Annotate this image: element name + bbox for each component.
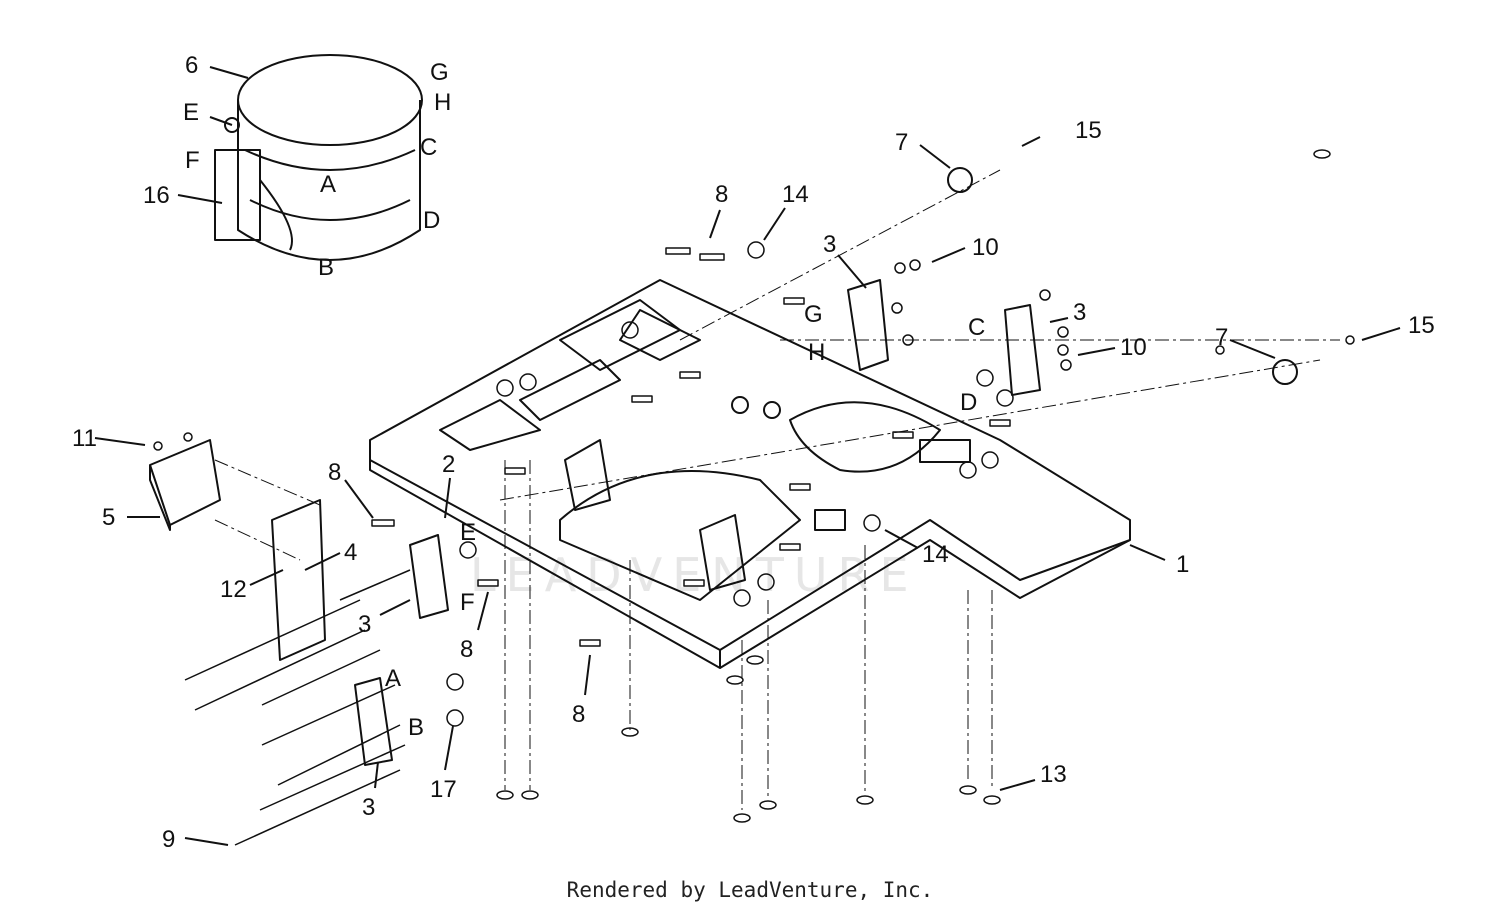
callout-label: 9 — [162, 826, 175, 853]
callout-label: E — [460, 519, 476, 546]
brackets — [354, 279, 1041, 766]
callout-label: B — [408, 714, 424, 741]
callout-label: 8 — [715, 181, 728, 208]
callout-label: 2 — [442, 451, 455, 478]
callout-labels: 6 G E H C F 16 A D B 7 15 8 14 3 10 G H … — [72, 52, 1435, 853]
control-box — [149, 439, 326, 661]
callout-label: H — [808, 339, 825, 366]
callout-label: 5 — [102, 504, 115, 531]
callout-label: 3 — [358, 611, 371, 638]
callout-label: D — [960, 389, 977, 416]
leader-lines — [94, 66, 1401, 846]
callout-label: 7 — [895, 129, 908, 156]
callout-label: F — [460, 589, 475, 616]
callout-label: 12 — [220, 576, 247, 603]
callout-label: 3 — [1073, 299, 1086, 326]
callout-label: H — [434, 89, 451, 116]
callout-label: C — [968, 314, 985, 341]
callout-label: 3 — [823, 231, 836, 258]
motor-assembly — [214, 54, 423, 261]
callout-label: 8 — [460, 636, 473, 663]
callout-label: 14 — [782, 181, 809, 208]
callout-label: 8 — [328, 459, 341, 486]
fasteners — [153, 149, 1355, 823]
callout-label: C — [420, 134, 437, 161]
callout-label: 13 — [1040, 761, 1067, 788]
callout-label: 8 — [572, 701, 585, 728]
alignment-lines — [214, 169, 1340, 810]
footer-credit: Rendered by LeadVenture, Inc. — [566, 878, 934, 902]
clamp — [1272, 359, 1298, 385]
callout-label: 4 — [344, 539, 357, 566]
callout-label: 3 — [362, 794, 375, 821]
callout-label: G — [430, 59, 449, 86]
callout-label: A — [320, 171, 336, 198]
callout-label: E — [183, 99, 199, 126]
callout-label: 10 — [1120, 334, 1147, 361]
callout-label: F — [185, 147, 200, 174]
callout-label: 6 — [185, 52, 198, 79]
callout-label: 1 — [1176, 551, 1189, 578]
callout-label: A — [385, 665, 401, 692]
callout-label: 16 — [143, 182, 170, 209]
callout-label: 14 — [922, 541, 949, 568]
callout-label: 11 — [72, 425, 97, 452]
clamp — [947, 167, 973, 193]
deck-plate — [369, 279, 1131, 669]
callout-label: 10 — [972, 234, 999, 261]
callout-label: 17 — [430, 776, 457, 803]
callout-label: B — [318, 254, 334, 281]
long-bolts — [184, 569, 411, 846]
watermark: LEADVENTURE — [470, 548, 919, 602]
callout-label: 7 — [1215, 324, 1228, 351]
callout-label: 15 — [1075, 117, 1102, 144]
callout-label: 15 — [1408, 312, 1435, 339]
callout-label: D — [423, 207, 440, 234]
callout-label: G — [804, 301, 823, 328]
